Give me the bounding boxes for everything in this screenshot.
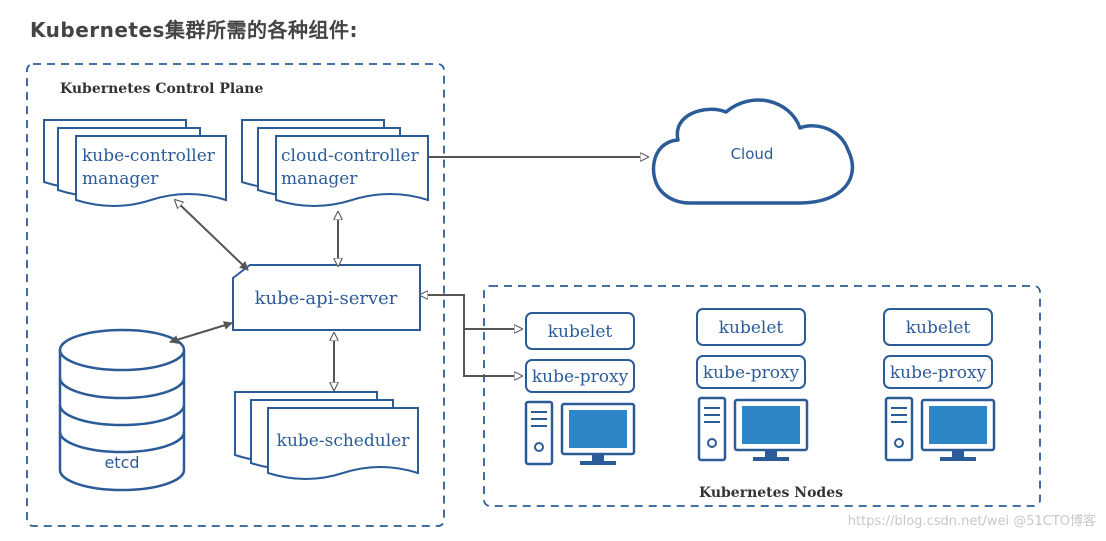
kube-api-server: kube-api-server xyxy=(232,264,421,331)
node-2-kube-proxy: kube-proxy xyxy=(703,363,800,383)
kube-scheduler: kube-scheduler xyxy=(234,391,419,480)
node-2: kubelet kube-proxy xyxy=(696,308,809,463)
node-3: kubelet kube-proxy xyxy=(883,308,996,463)
nodes-region xyxy=(483,285,1041,507)
cloud-label: Cloud xyxy=(731,145,774,163)
etcd-database-icon: etcd xyxy=(58,328,186,492)
node-3-computer-icon xyxy=(884,396,996,463)
kube-controller-manager-label-1: kube-controller xyxy=(82,146,216,166)
connector-etcd-api xyxy=(169,321,233,344)
kube-api-server-label: kube-api-server xyxy=(255,288,398,309)
cloud-controller-manager: cloud-controller manager xyxy=(241,119,429,207)
connector-api-kubeproxy xyxy=(463,329,522,376)
control-plane-title: Kubernetes Control Plane xyxy=(60,81,263,97)
node-2-kubelet: kubelet xyxy=(719,318,784,338)
node-1-computer-icon xyxy=(524,400,636,467)
cloud-controller-manager-label-1: cloud-controller xyxy=(281,146,420,166)
control-plane-region xyxy=(26,63,445,527)
cloud-controller-manager-label-2: manager xyxy=(281,169,358,189)
kube-controller-manager-label-2: manager xyxy=(82,169,159,189)
cloud-icon: Cloud xyxy=(651,98,855,205)
node-1-kubelet: kubelet xyxy=(548,322,613,342)
connector-api-kubelet xyxy=(420,295,522,329)
node-1: kubelet kube-proxy xyxy=(524,312,636,467)
connector-controller-api xyxy=(175,200,249,271)
nodes-title: Kubernetes Nodes xyxy=(699,485,843,501)
node-3-kube-proxy: kube-proxy xyxy=(890,363,987,383)
etcd-label: etcd xyxy=(104,453,139,472)
kube-controller-manager: kube-controller manager xyxy=(43,119,227,207)
node-2-computer-icon xyxy=(697,396,809,463)
node-1-kube-proxy: kube-proxy xyxy=(532,367,629,387)
kube-scheduler-label: kube-scheduler xyxy=(277,431,411,451)
node-3-kubelet: kubelet xyxy=(906,318,971,338)
watermark: https://blog.csdn.net/wei @51CTO博客 xyxy=(847,514,1096,529)
page-heading: Kubernetes集群所需的各种组件: xyxy=(30,18,358,42)
